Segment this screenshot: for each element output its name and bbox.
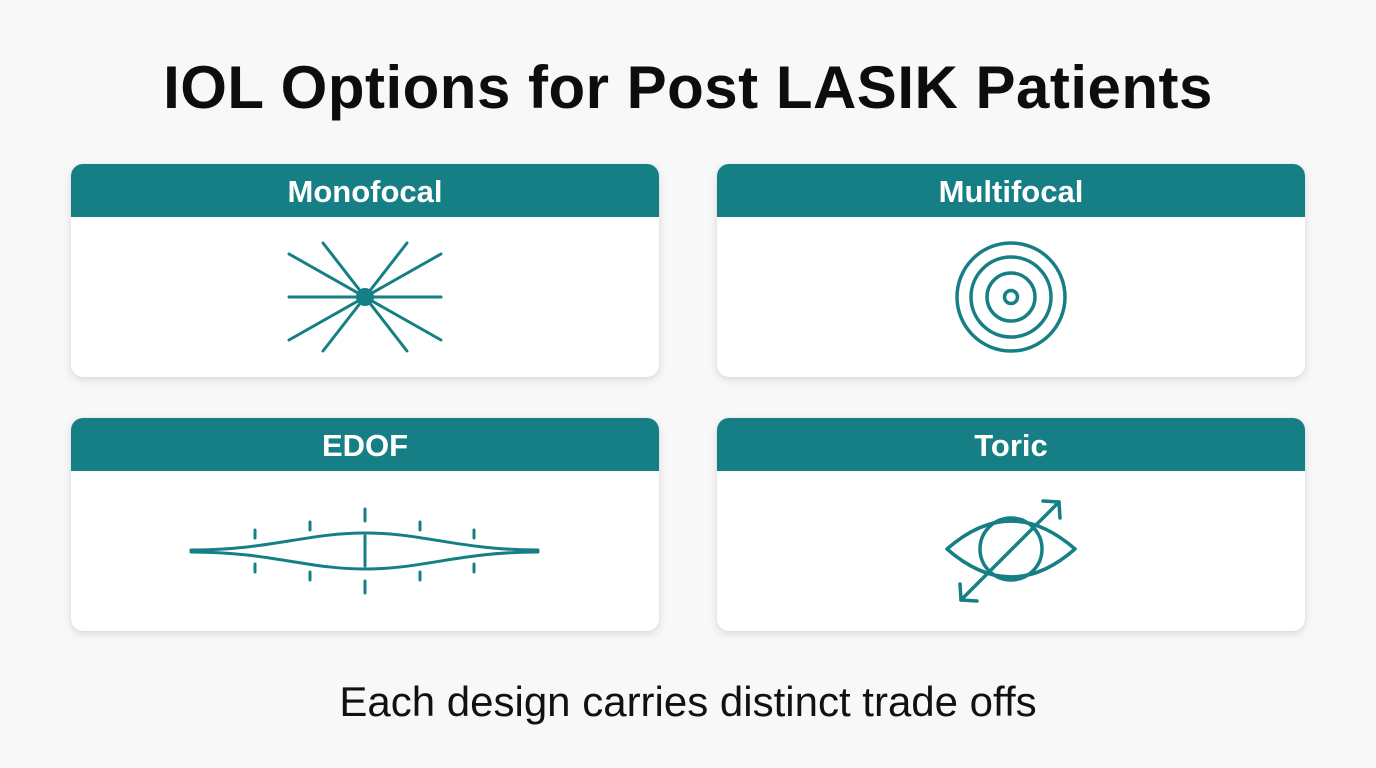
edof-card-header: EDOF <box>71 418 659 471</box>
multifocal-card-header: Multifocal <box>717 164 1305 217</box>
monofocal-card-body <box>71 217 659 377</box>
page-title: IOL Options for Post LASIK Patients <box>163 54 1213 121</box>
toric-card-header: Toric <box>717 418 1305 471</box>
monofocal-card-header: Monofocal <box>71 164 659 217</box>
multifocal-card-body <box>717 217 1305 377</box>
eye-arrow-icon <box>945 499 1077 603</box>
concentric-rings-icon <box>955 241 1067 353</box>
footer-caption: Each design carries distinct trade offs <box>339 678 1037 725</box>
radiating-lines-icon <box>287 241 443 353</box>
monofocal-card: Monofocal <box>71 164 659 377</box>
extended-focus-icon <box>189 507 540 595</box>
edof-card: EDOF <box>71 418 659 631</box>
edof-card-body <box>71 471 659 631</box>
toric-card: Toric <box>717 418 1305 631</box>
multifocal-card: Multifocal <box>717 164 1305 377</box>
toric-card-body <box>717 471 1305 631</box>
